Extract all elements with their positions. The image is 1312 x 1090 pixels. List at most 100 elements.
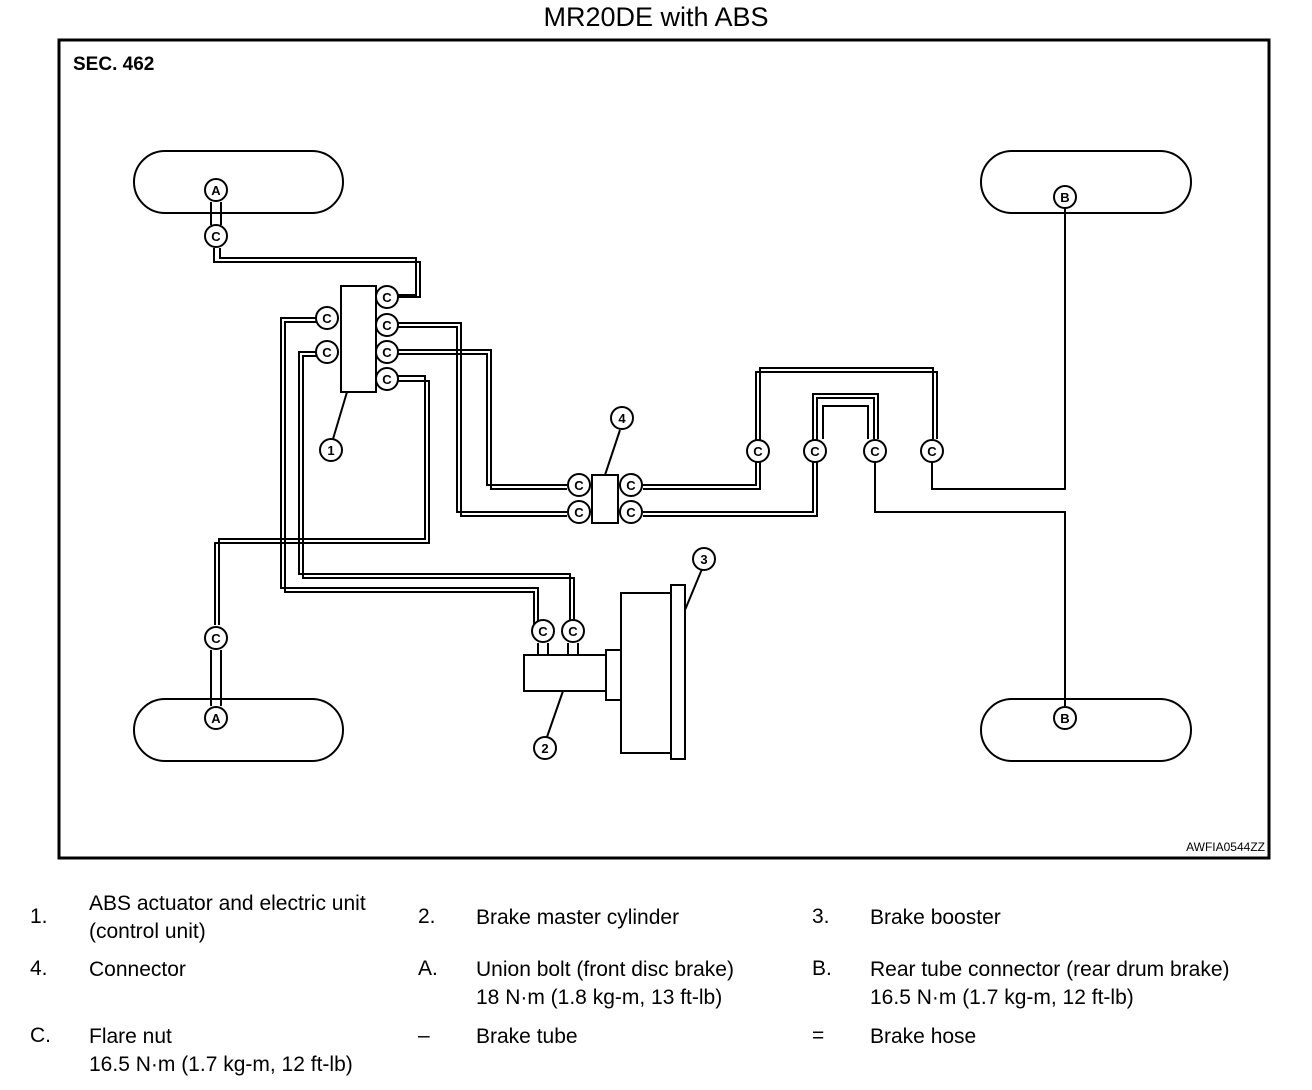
tube-con-right-upper (643, 367, 934, 490)
flare-nut-marker: C (803, 439, 827, 463)
legend-key: – (418, 1024, 430, 1047)
svg-text:C: C (870, 444, 880, 459)
svg-text:C: C (382, 345, 392, 360)
tube-mc-right-b (302, 355, 575, 625)
flare-nut-marker: C (920, 439, 944, 463)
tube-rl-outer (214, 380, 430, 625)
front-left-wheel (133, 150, 344, 214)
flare-nut-marker: C (315, 340, 339, 364)
tube-fl-outer (213, 248, 421, 298)
front-right-wheel (980, 150, 1192, 214)
tube-abs-con-upper-2 (398, 353, 567, 486)
brake-piping-diagram: SEC. 462 AWFIA0544ZZ (57, 38, 1271, 860)
tube-connector-marker-rr: B (1053, 706, 1077, 730)
legend-text: ABS actuator and electric unit (control … (89, 892, 366, 943)
svg-text:C: C (322, 311, 332, 326)
flare-nut-marker: C (619, 500, 643, 524)
tube-abs-con-lower-2 (398, 326, 567, 513)
legend-text: Union bolt (front disc brake) 18 N·m (1.… (476, 958, 734, 1009)
callout-2: 2 (533, 736, 557, 760)
master-cylinder-flange (605, 649, 622, 701)
legend-key: A. (418, 957, 438, 980)
svg-text:C: C (753, 444, 763, 459)
flare-nut-marker: C (619, 473, 643, 497)
diagram-frame (57, 38, 1271, 860)
legend-text: Brake tube (476, 1025, 578, 1048)
section-label: SEC. 462 (73, 54, 154, 75)
flare-nut-marker: C (561, 619, 585, 643)
tube-mc-left-b (284, 321, 535, 625)
svg-text:C: C (538, 624, 548, 639)
tube-fr (931, 208, 1066, 490)
svg-text:3: 3 (700, 552, 707, 567)
tube-con-right-lower-2 (643, 397, 875, 517)
svg-text:2: 2 (541, 741, 548, 756)
abs-actuator-body (340, 285, 377, 393)
svg-text:1: 1 (327, 443, 334, 458)
flare-nut-marker: C (531, 619, 555, 643)
svg-text:C: C (568, 624, 578, 639)
legend-key: 4. (30, 957, 48, 980)
tube-abs-con-upper (398, 349, 567, 490)
legend-key: = (812, 1024, 825, 1047)
legend-text: Brake hose (870, 1025, 977, 1048)
legend-text: Brake master cylinder (476, 906, 680, 929)
tube-rl-inner (218, 375, 426, 625)
flare-nut-marker: C (375, 313, 399, 337)
rear-right-wheel (980, 698, 1192, 762)
legend-key: B. (812, 957, 832, 980)
svg-text:C: C (382, 318, 392, 333)
flare-nut-marker: C (375, 340, 399, 364)
svg-text:4: 4 (618, 411, 626, 426)
diagram-title: MR20DE with ABS (543, 2, 769, 32)
svg-text:A: A (211, 183, 221, 198)
connector-body (591, 474, 619, 524)
svg-text:C: C (382, 290, 392, 305)
tube-con-right-lower (643, 393, 879, 513)
callout-1-leader (332, 391, 348, 440)
tube-rr (874, 461, 1066, 706)
master-cylinder-body (523, 654, 607, 692)
flare-nut-marker: C (863, 439, 887, 463)
flare-nut-marker: C (315, 306, 339, 330)
svg-text:C: C (211, 631, 221, 646)
legend-key: 2. (418, 905, 436, 928)
union-bolt-marker-fl: A (204, 178, 228, 202)
svg-text:C: C (927, 444, 937, 459)
callout-2-leader (546, 690, 564, 738)
tube-con-right-upper-2 (643, 371, 938, 486)
brake-booster-body (620, 592, 672, 754)
svg-text:C: C (322, 345, 332, 360)
callout-3: 3 (692, 547, 716, 571)
svg-text:A: A (211, 711, 221, 726)
tube-mc-left-a (280, 317, 539, 625)
legend-key: 1. (30, 905, 48, 928)
flare-nut-marker: C (204, 224, 228, 248)
flare-nut-marker: C (746, 439, 770, 463)
flare-nut-marker: C (375, 367, 399, 391)
svg-text:C: C (626, 478, 636, 493)
callout-4: 4 (610, 406, 634, 430)
tube-abs-con-lower (398, 322, 567, 517)
tube-connector-marker-fr: B (1053, 185, 1077, 209)
union-bolt-marker-rl: A (204, 706, 228, 730)
callout-1: 1 (319, 438, 343, 462)
callout-3-leader (684, 568, 703, 611)
svg-text:C: C (626, 505, 636, 520)
svg-text:C: C (574, 505, 584, 520)
svg-text:C: C (810, 444, 820, 459)
rear-left-wheel (133, 698, 344, 762)
flare-nut-marker: C (204, 626, 228, 650)
legend-key: C. (30, 1024, 51, 1047)
legend-text: Connector (89, 958, 186, 981)
svg-text:B: B (1060, 711, 1069, 726)
brake-booster-plate (670, 584, 686, 760)
svg-text:B: B (1060, 190, 1069, 205)
tube-mc-right-a (298, 351, 571, 625)
svg-text:C: C (574, 478, 584, 493)
flare-nut-marker: C (375, 285, 399, 309)
figure-code: AWFIA0544ZZ (1186, 840, 1265, 854)
legend-key: 3. (812, 905, 830, 928)
svg-text:C: C (382, 372, 392, 387)
legend-text: Rear tube connector (rear drum brake) 16… (870, 958, 1230, 1009)
